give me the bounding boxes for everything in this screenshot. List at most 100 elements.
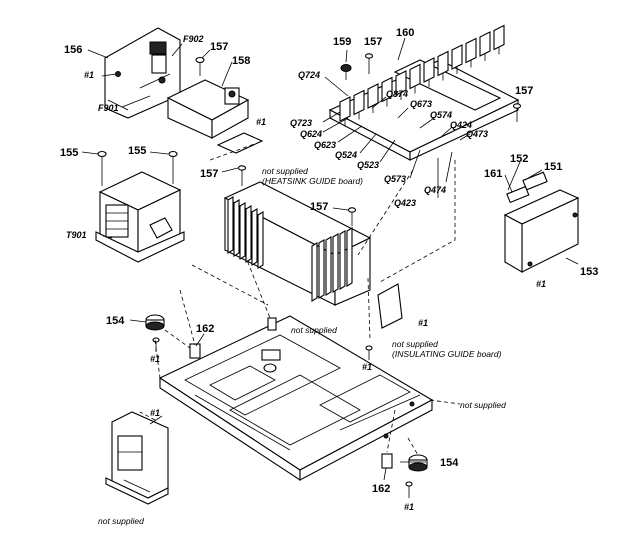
callout-F901: F901 xyxy=(98,103,119,113)
callout-157-d: 157 xyxy=(200,168,218,180)
callout-1-g: #1 xyxy=(404,502,414,512)
callout-Q524: Q524 xyxy=(335,150,357,160)
screw-155-b xyxy=(168,150,178,184)
callout-153: 153 xyxy=(580,266,598,278)
foot-154-a xyxy=(145,314,165,331)
transistor xyxy=(423,57,435,83)
note-bottom-left-not-supplied: not supplied xyxy=(98,516,144,526)
transistor xyxy=(381,76,393,103)
callout-155-b: 155 xyxy=(128,145,146,157)
callout-1-d: #1 xyxy=(150,354,160,364)
transformer-T901 xyxy=(95,171,185,263)
callout-157-b: 157 xyxy=(364,36,382,48)
callout-154-b: 154 xyxy=(440,457,459,469)
callout-1-c: #1 xyxy=(536,279,546,289)
transistor xyxy=(353,89,365,116)
callout-T901: T901 xyxy=(66,230,87,240)
callout-161: 161 xyxy=(484,168,502,180)
callout-157-e: 157 xyxy=(310,201,328,213)
bottom-left-board xyxy=(105,411,169,505)
insulating-guide-board xyxy=(377,283,403,329)
heatsink-fin xyxy=(346,227,353,287)
transistor xyxy=(479,31,491,57)
heatsink-fin xyxy=(245,205,252,263)
note-insulating-guide-board: (INSULATING GUIDE board) xyxy=(392,349,502,359)
callout-Q723: Q723 xyxy=(290,118,312,128)
transistor xyxy=(339,96,351,122)
clip-162-b xyxy=(381,453,393,469)
note-heatsink-not-supplied: not supplied xyxy=(262,166,308,176)
screw-157-d xyxy=(237,165,247,186)
alignment-lines xyxy=(139,141,461,456)
callout-156: 156 xyxy=(64,44,82,56)
heatsink-fin xyxy=(311,242,318,302)
heatsink-fin xyxy=(257,211,264,269)
heatsink-assembly xyxy=(223,181,372,306)
heatsink-fin xyxy=(325,236,332,296)
leader-lines xyxy=(81,37,579,481)
callout-1-a: #1 xyxy=(84,70,94,80)
heatsink-fin xyxy=(318,239,325,299)
callout-159: 159 xyxy=(333,36,351,48)
callout-154-a: 154 xyxy=(106,315,125,327)
callout-F902: F902 xyxy=(183,34,204,44)
callout-1-h: #1 xyxy=(150,408,160,418)
bracket-158 xyxy=(166,79,250,139)
note-chassis-not-supplied: not supplied xyxy=(460,400,506,410)
callout-labels: 156 F902 157 158 #1 F901 159 157 160 157… xyxy=(60,27,598,512)
heatsink-fin xyxy=(233,199,240,257)
notes: not supplied (HEATSINK GUIDE board) not … xyxy=(98,166,506,526)
callout-1-f: #1 xyxy=(418,318,428,328)
screw-1-g xyxy=(405,481,413,498)
callout-1-b: #1 xyxy=(256,117,266,127)
note-heatsink-guide-board: (HEATSINK GUIDE board) xyxy=(262,176,363,186)
screw-155-a xyxy=(97,150,107,186)
callout-Q624: Q624 xyxy=(300,129,322,139)
transistor-board-160 xyxy=(328,24,520,161)
fuse-board-156 xyxy=(104,27,181,119)
heatsink-fin xyxy=(339,230,346,290)
callout-157-a: 157 xyxy=(210,41,228,53)
callout-1-e: #1 xyxy=(362,362,372,372)
heatsink-fin xyxy=(227,196,234,254)
heatsink-guide-board xyxy=(216,132,264,154)
screw-159 xyxy=(340,64,352,80)
transistor xyxy=(437,50,449,77)
screw-157-e xyxy=(347,207,357,226)
transistor xyxy=(409,63,421,90)
note-insulating-not-supplied: not supplied xyxy=(392,339,438,349)
callout-152: 152 xyxy=(510,153,528,165)
heatsink-fin xyxy=(251,208,258,266)
transistor xyxy=(493,24,505,51)
note-center-not-supplied: not supplied xyxy=(291,325,337,335)
callout-Q473: Q473 xyxy=(466,129,488,139)
callout-Q523: Q523 xyxy=(357,160,379,170)
callout-Q423: Q423 xyxy=(394,198,416,208)
callout-Q573: Q573 xyxy=(384,174,406,184)
screw-157-a xyxy=(195,56,205,76)
callout-Q424: Q424 xyxy=(450,120,472,130)
callout-162-b: 162 xyxy=(372,483,390,495)
callout-162-a: 162 xyxy=(196,323,214,335)
transistor xyxy=(395,70,407,96)
callout-Q724: Q724 xyxy=(298,70,320,80)
screw-1-e xyxy=(365,345,373,360)
callout-Q673: Q673 xyxy=(410,99,432,109)
callout-151: 151 xyxy=(544,161,562,173)
heatsink-fin xyxy=(239,202,246,260)
screw-157-c xyxy=(512,103,522,122)
callout-Q574: Q574 xyxy=(430,110,452,120)
bracket-board-153 xyxy=(503,171,580,273)
callout-158: 158 xyxy=(232,55,250,67)
heatsink-fin xyxy=(332,233,339,293)
callout-Q874: Q874 xyxy=(386,89,408,99)
callout-155-a: 155 xyxy=(60,147,78,159)
screw-157-b xyxy=(364,53,374,74)
transistor xyxy=(465,37,477,64)
callout-160: 160 xyxy=(396,27,414,39)
chassis xyxy=(158,315,434,482)
clip-162-a xyxy=(189,343,201,359)
callout-Q623: Q623 xyxy=(314,140,336,150)
callout-Q474: Q474 xyxy=(424,185,446,195)
